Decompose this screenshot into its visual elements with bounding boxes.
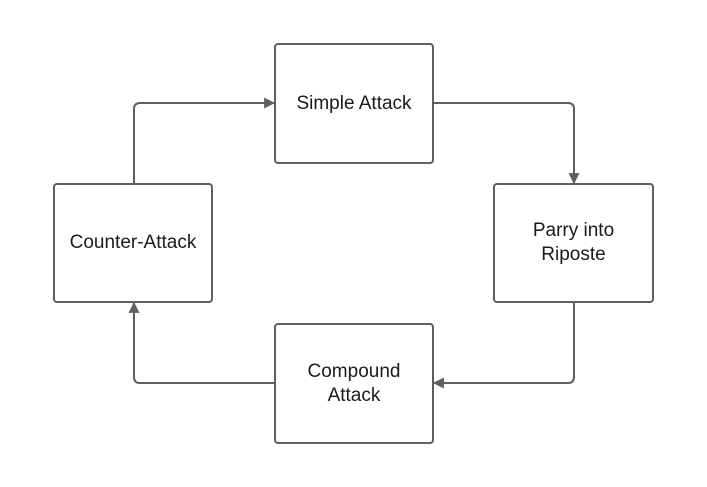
node-label: Counter-Attack <box>69 232 197 253</box>
node-compound-attack: Compound Attack <box>274 323 434 444</box>
edge-parry-to-compound <box>432 303 575 389</box>
edge-compound-to-counter <box>128 301 274 384</box>
node-label: Parry into Riposte <box>532 220 615 265</box>
edge-simple-to-parry <box>434 102 580 185</box>
node-label: Simple Attack <box>296 92 412 114</box>
node-simple-attack: Simple Attack <box>274 43 434 164</box>
edge-counter-to-simple <box>133 97 276 183</box>
node-parry-into-riposte: Parry into Riposte <box>493 183 654 303</box>
node-counter-attack: Counter-Attack <box>53 183 213 303</box>
node-label: Compound Attack <box>307 360 401 406</box>
